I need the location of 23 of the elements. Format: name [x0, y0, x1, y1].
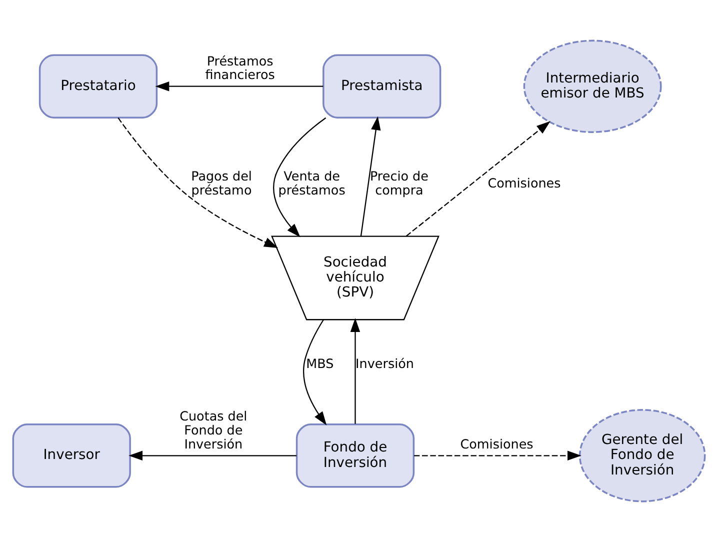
edge-label: Inversión — [356, 357, 414, 372]
edge-label: Préstamos financieros — [205, 54, 275, 84]
arrow — [360, 116, 381, 236]
arrow — [118, 117, 278, 248]
edge-label: Pagos del préstamo — [191, 169, 252, 198]
edge-label: Venta de préstamos — [278, 169, 346, 198]
edge-label: Comisiones — [460, 437, 534, 452]
edge-label: MBS — [306, 357, 334, 372]
arrow — [303, 320, 327, 426]
node-ellipse: Gerente del Fondo de Inversión — [578, 409, 706, 502]
arrow — [155, 81, 324, 92]
node-box: Inversor — [12, 424, 131, 488]
node-box: Prestamista — [322, 54, 442, 118]
arrow — [414, 450, 582, 461]
arrow — [350, 318, 360, 424]
edge-label: Precio de compra — [370, 169, 428, 198]
node-box: Fondo de Inversión — [296, 424, 415, 488]
edge-label: Cuotas del Fondo de Inversión — [180, 410, 248, 452]
arrow — [406, 121, 550, 236]
arrow — [273, 117, 326, 238]
edge-label: Comisiones — [488, 176, 561, 192]
arrow — [128, 450, 297, 461]
node-box: Prestatario — [38, 54, 158, 118]
